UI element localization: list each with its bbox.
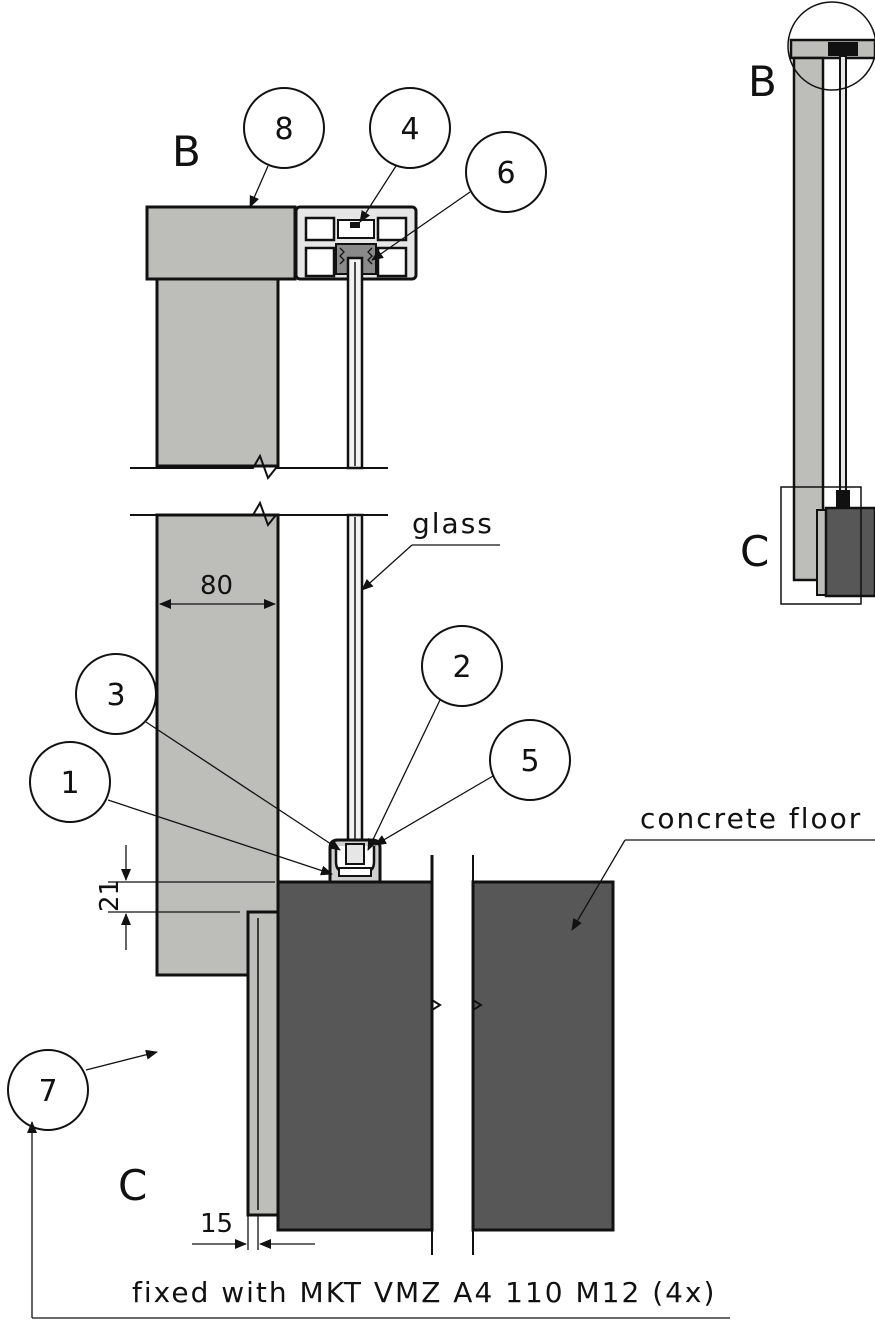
svg-text:4: 4: [400, 112, 419, 147]
svg-text:8: 8: [274, 112, 293, 147]
svg-text:1: 1: [60, 766, 79, 801]
svg-text:6: 6: [496, 156, 515, 191]
overview-inset: B C: [740, 1, 875, 605]
dimension-80: 80: [159, 571, 276, 609]
callout-1: 1: [29, 741, 333, 876]
callout-2: 2: [367, 625, 503, 851]
steel-post: [155, 276, 280, 977]
callout-6: 6: [371, 131, 547, 261]
callout-7: 7: [7, 1049, 158, 1131]
concrete-floor: [276, 855, 615, 1255]
concrete-floor-label: concrete floor: [571, 802, 875, 931]
bottom-profile: [328, 838, 382, 884]
inset-b-label: B: [748, 57, 777, 106]
dimension-80-text: 80: [200, 571, 233, 601]
callout-8: 8: [243, 87, 325, 208]
section-c-label: C: [118, 1161, 147, 1210]
svg-text:7: 7: [38, 1074, 57, 1109]
svg-text:5: 5: [520, 744, 539, 779]
callout-4: 4: [359, 87, 451, 223]
callout-5: 5: [374, 719, 571, 846]
svg-text:2: 2: [452, 650, 471, 685]
callout-3: 3: [75, 653, 341, 851]
dimension-15-text: 15: [200, 1209, 233, 1239]
glass-pane: [346, 256, 364, 855]
base-plate: [246, 910, 280, 1217]
section-b-label: B: [172, 127, 201, 176]
dimension-21-text: 21: [95, 879, 125, 912]
svg-text:3: 3: [106, 678, 125, 713]
glass-label: glass: [361, 507, 500, 591]
dimension-21: 21: [95, 845, 275, 950]
svg-text:concrete floor: concrete floor: [640, 802, 862, 835]
fixing-note: fixed with MKT VMZ A4 110 M12 (4x): [27, 1121, 730, 1319]
break-lines: [130, 453, 388, 528]
inset-c-label: C: [740, 527, 769, 576]
dimension-15: 15: [192, 1209, 315, 1250]
top-cap-profile: [145, 205, 418, 281]
svg-text:glass: glass: [412, 507, 494, 540]
svg-text:fixed with MKT VMZ A4 110 M12: fixed with MKT VMZ A4 110 M12 (4x): [132, 1276, 716, 1309]
